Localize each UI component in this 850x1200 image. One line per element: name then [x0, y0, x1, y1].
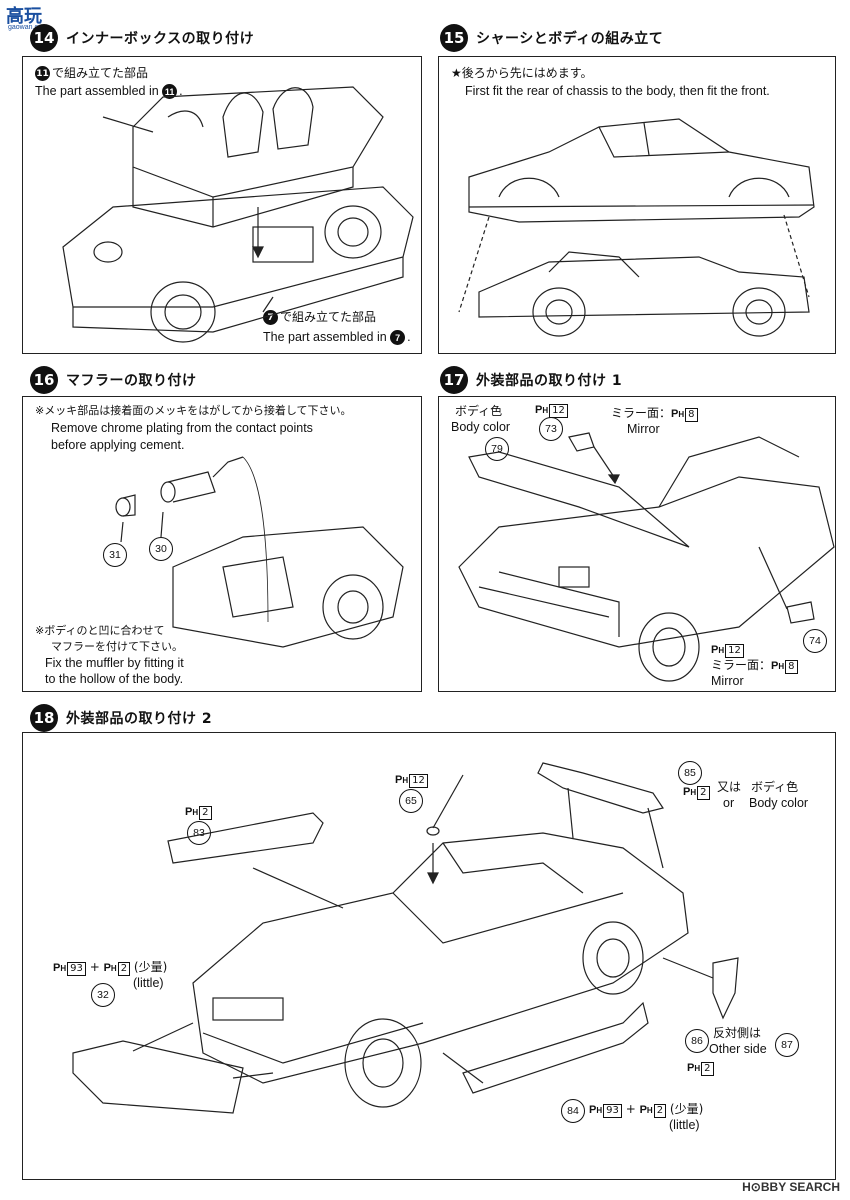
step-16-title: マフラーの取り付け	[66, 373, 197, 389]
step-18-little-84: (little)	[669, 1118, 700, 1132]
step-15-panel: ★後ろから先にはめます。 First fit the rear of chass…	[438, 56, 836, 354]
step-17-illustration	[458, 432, 835, 682]
step-18-or-en: or	[723, 796, 735, 810]
step-14-note2-en: The part assembled in 7.	[263, 330, 411, 346]
step-16-note1-ja: ※メッキ部品は接着面のメッキをはがしてから接着して下さい。	[35, 404, 352, 417]
step-17-number: 17	[440, 366, 468, 394]
step-14-note1-en: The part assembled in 11.	[35, 84, 183, 100]
part-32: 32	[91, 983, 115, 1007]
step-18-title: 外装部品の取り付け 2	[66, 711, 213, 727]
part-84: 84	[561, 1099, 585, 1123]
step-17-mirror-bottom-en: Mirror	[711, 674, 744, 688]
step-14-number: 14	[30, 24, 58, 52]
part-87: 87	[775, 1033, 799, 1057]
step-15-note-en: First fit the rear of chassis to the bod…	[465, 84, 770, 98]
step-14-title: インナーボックスの取り付け	[66, 31, 255, 47]
step-15-number: 15	[440, 24, 468, 52]
part-30: 30	[149, 537, 173, 561]
site-logo-sub: gaowan.com	[8, 24, 48, 31]
step-17-header: 17 外装部品の取り付け 1	[440, 366, 622, 394]
step-18-header: 18 外装部品の取り付け 2	[30, 704, 212, 732]
step-18-other-side-ja: 反対側は	[713, 1026, 762, 1040]
step-16-note2-ja-2: マフラーを付けて下さい。	[51, 640, 183, 653]
step-16-header: 16 マフラーの取り付け	[30, 366, 197, 394]
hobby-search-watermark: H⊙BBY SEARCH	[742, 1180, 840, 1194]
step-17-title: 外装部品の取り付け 1	[476, 373, 623, 389]
step-16-number: 16	[30, 366, 58, 394]
step-14-illustration	[62, 86, 414, 343]
step-18-illustration	[72, 762, 739, 1114]
step-18-or-ja: 又は	[717, 780, 742, 794]
site-logo: 高玩	[6, 6, 42, 27]
step-17-body-color-ja: ボディ色	[455, 404, 503, 418]
part-31: 31	[103, 543, 127, 567]
step-18-number: 18	[30, 704, 58, 732]
step-16-panel: ※メッキ部品は接着面のメッキをはがしてから接着して下さい。 Remove chr…	[22, 396, 422, 692]
step-17-body-color-en: Body color	[451, 420, 511, 434]
step-18-little-32: (little)	[133, 976, 164, 990]
step-16-note1-en-2: before applying cement.	[51, 438, 185, 452]
step-16-note2-ja-1: ※ボディのと凹に合わせて	[35, 624, 165, 637]
part-86: 86	[685, 1029, 709, 1053]
part-85: 85	[678, 761, 702, 785]
part-74: 74	[803, 629, 827, 653]
step-15-illustration	[458, 118, 815, 337]
step-18-body-color-ja: ボディ色	[751, 780, 799, 794]
step-18-other-side-en: Other side	[709, 1042, 767, 1056]
step-16-illustration	[115, 456, 404, 648]
part-79: 79	[485, 437, 509, 461]
step-15-header: 15 シャーシとボディの組み立て	[440, 24, 663, 52]
step-15-title: シャーシとボディの組み立て	[476, 31, 664, 47]
step-14-header: 14 インナーボックスの取り付け	[30, 24, 254, 52]
step-15-note-ja: ★後ろから先にはめます。	[451, 66, 593, 80]
step-16-note2-en-1: Fix the muffler by fitting it	[45, 656, 184, 670]
step-16-note1-en-1: Remove chrome plating from the contact p…	[51, 421, 313, 435]
step-17-mirror-top-en: Mirror	[627, 422, 660, 436]
part-65: 65	[399, 789, 423, 813]
step-18-body-color-en: Body color	[749, 796, 809, 810]
step-16-note2-en-2: to the hollow of the body.	[45, 672, 184, 686]
part-73: 73	[539, 417, 563, 441]
